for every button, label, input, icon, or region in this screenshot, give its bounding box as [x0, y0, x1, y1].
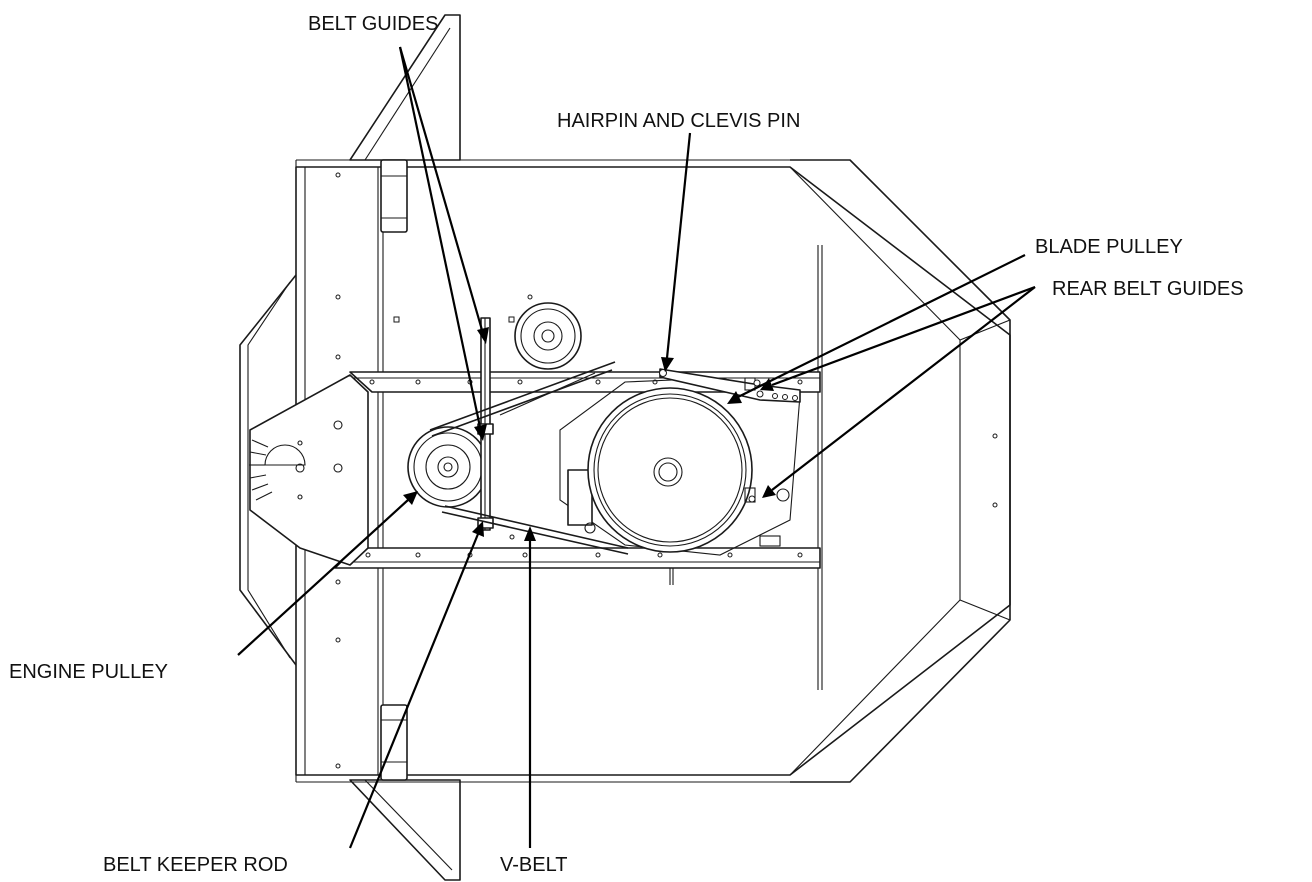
- rear-belt-guide-marks: [744, 377, 761, 503]
- leader-v-belt: [524, 526, 536, 848]
- idler-pulley: [514, 302, 582, 370]
- tension-arm: [659, 368, 801, 403]
- label-belt-guides: BELT GUIDES: [308, 13, 438, 35]
- label-belt-keeper-rod: BELT KEEPER ROD: [103, 854, 288, 876]
- leader-hairpin-clevis-pin: [661, 132, 692, 372]
- leader-engine-pulley: [237, 491, 418, 656]
- leader-belt-keeper-rod: [348, 521, 484, 849]
- deck-divider: [377, 167, 384, 775]
- leader-rear-belt-guides: [760, 285, 1036, 498]
- leader-belt-guides: [398, 46, 489, 441]
- label-blade-pulley: BLADE PULLEY: [1035, 236, 1183, 258]
- upper-hinge-plate: [380, 159, 408, 233]
- label-v-belt: V-BELT: [500, 854, 567, 876]
- lower-frame-rail: [334, 547, 821, 569]
- height-adjust-plate: [249, 374, 369, 566]
- lower-handle-bracket: [349, 779, 461, 881]
- blade-pulley: [587, 387, 753, 553]
- label-hairpin-clevis-pin: HAIRPIN AND CLEVIS PIN: [557, 110, 800, 132]
- engine-pulley: [407, 426, 489, 508]
- label-rear-belt-guides: REAR BELT GUIDES: [1052, 278, 1244, 300]
- upper-handle-bracket: [349, 14, 461, 161]
- label-engine-pulley: ENGINE PULLEY: [9, 661, 168, 683]
- v-belt: [429, 361, 629, 555]
- leader-blade-pulley: [727, 254, 1026, 404]
